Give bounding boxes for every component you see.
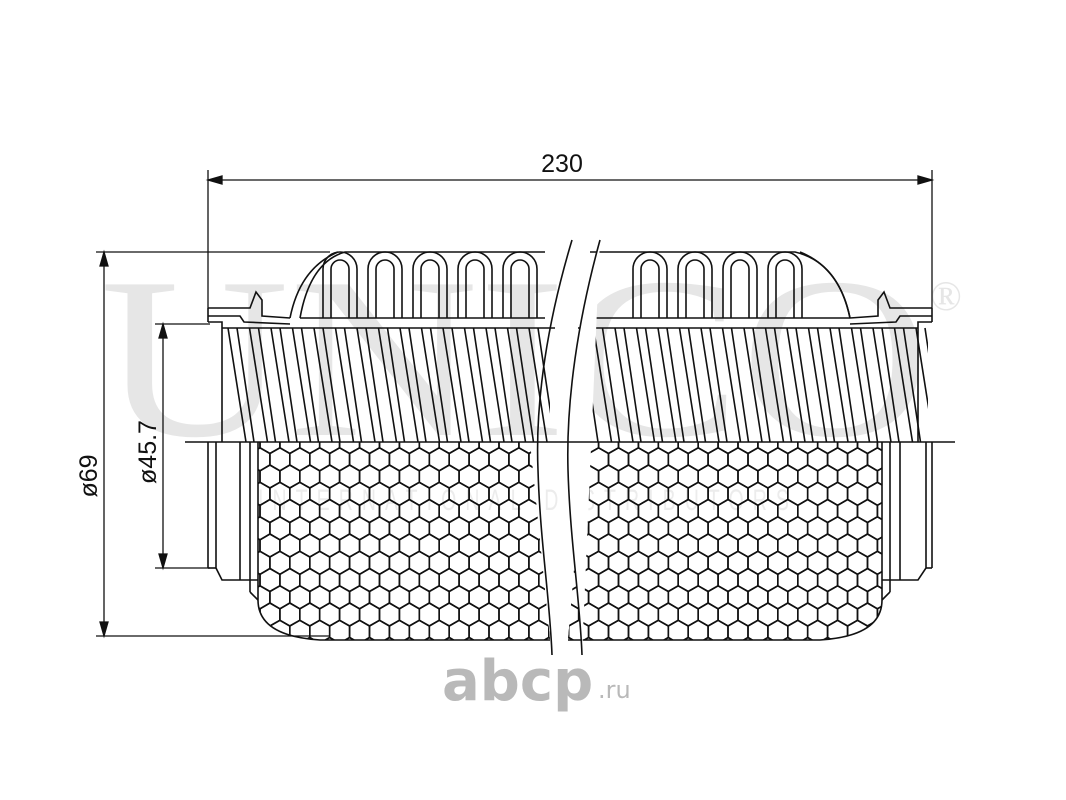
brand-watermark: UNICO ® INTERNATIONAL DISTRIBUTORS (100, 230, 962, 517)
liner-coil (463, 327, 492, 442)
interlock-liner-coils (227, 327, 928, 442)
bellows-crest-left (299, 251, 545, 319)
liner-coil (721, 327, 750, 442)
mesh-cell (856, 636, 879, 640)
mesh-cell (776, 636, 799, 640)
inner-diameter-label: ø45.7 (134, 420, 162, 484)
liner-coil (248, 327, 277, 442)
liner-coil (678, 327, 707, 442)
mesh-cell (288, 619, 311, 640)
liner-coil (399, 327, 427, 442)
liner-coil (614, 327, 642, 442)
flex-pipe-body (207, 239, 933, 656)
mesh-cell (866, 619, 882, 640)
mesh-cell (258, 602, 261, 627)
mesh-cell (318, 636, 341, 640)
mesh-cell (338, 636, 361, 640)
liner-coil (377, 327, 406, 442)
mesh-cell (597, 636, 620, 640)
liner-coil (700, 327, 728, 442)
bellows-convolution-inner (640, 259, 660, 318)
mesh-cell (876, 533, 882, 558)
site-watermark-suffix: .ru (598, 676, 631, 704)
break-line-left (536, 239, 573, 656)
break-line-right (566, 239, 601, 656)
bellows-convolution-inner (730, 259, 750, 318)
mesh-outline-left (257, 442, 550, 641)
bellows-convolution-inner (375, 259, 395, 318)
mesh-cell (547, 550, 570, 576)
site-watermark-name: abcp (442, 649, 593, 714)
mesh-cell (697, 636, 719, 640)
bellows-convolution-inner (330, 259, 350, 318)
bellows-convolution-inner (420, 259, 440, 318)
liner-coil (915, 327, 928, 442)
mesh-cell (547, 584, 570, 610)
mesh-cell (876, 498, 882, 524)
liner-coil (485, 327, 513, 442)
outer-diameter-dimension (96, 249, 330, 639)
liner-coil (850, 327, 879, 442)
mesh-cell (876, 636, 882, 640)
mesh-cell (259, 636, 281, 640)
liner-coil (872, 327, 900, 442)
length-dimension-label: 230 (541, 150, 583, 178)
liner-coil (807, 327, 836, 442)
mesh-cell (258, 636, 261, 640)
liner-coil (227, 327, 255, 442)
mesh-cell (717, 636, 739, 640)
mesh-outline-right (568, 442, 883, 641)
liner-coil (356, 327, 384, 442)
mesh-cell (887, 620, 907, 643)
mesh-cell (796, 636, 819, 640)
liner-coil (420, 327, 449, 442)
mesh-cell (279, 636, 301, 640)
mesh-cell (816, 636, 839, 640)
bellows-convolution-inner (465, 259, 485, 318)
liner-coil (291, 327, 320, 442)
outer-diameter-label: ø69 (75, 454, 103, 497)
watermark-subtitle: INTERNATIONAL DISTRIBUTORS (258, 484, 798, 517)
mesh-cell (378, 636, 401, 640)
liner-coil (313, 327, 341, 442)
mesh-cell (298, 636, 321, 640)
bellows-convolution-inner (775, 259, 795, 318)
mesh-cell (398, 636, 421, 640)
liner-coil (442, 327, 470, 442)
liner-coil (829, 327, 857, 442)
site-watermark: abcp .ru (442, 649, 631, 714)
liner-coil (270, 327, 298, 442)
liner-coil (657, 327, 685, 442)
mesh-cell (637, 636, 660, 640)
mesh-cell (737, 636, 759, 640)
mesh-cell (757, 636, 779, 640)
liner-coil (592, 327, 621, 442)
watermark-brand: UNICO (100, 230, 930, 485)
liner-coil (786, 327, 814, 442)
mesh-cell (418, 636, 441, 640)
mesh-cell (876, 567, 882, 593)
mesh-cell (657, 636, 680, 640)
liner-coil (635, 327, 664, 442)
right-end-fitting (799, 251, 933, 601)
watermark-registered-mark: ® (930, 274, 962, 320)
mesh-cell (826, 619, 849, 640)
bellows-convolution-inner (685, 259, 705, 318)
mesh-cell (876, 464, 882, 489)
mesh-cell (876, 602, 882, 627)
mesh-cell (547, 515, 570, 541)
inner-diameter-dimension (155, 321, 210, 571)
length-dimension (205, 170, 935, 308)
left-end-fitting (207, 251, 339, 601)
liner-coil (764, 327, 793, 442)
mesh-cell (617, 636, 640, 640)
liner-coil (506, 327, 535, 442)
liner-coil (743, 327, 771, 442)
mesh-cell (358, 636, 381, 640)
mesh-cell (836, 636, 859, 640)
mesh-cell (677, 636, 700, 640)
bellows-convolution-inner (510, 259, 530, 318)
liner-coil (334, 327, 363, 442)
